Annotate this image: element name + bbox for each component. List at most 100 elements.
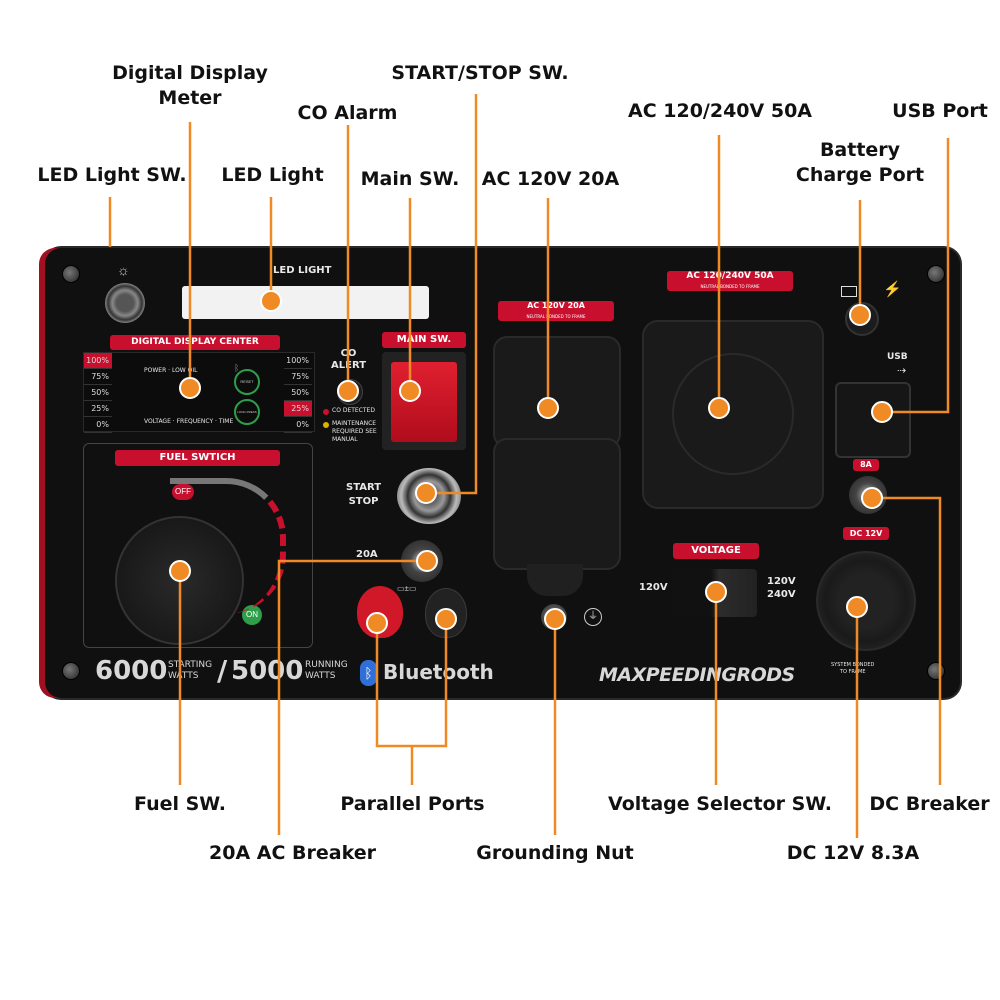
gauge-level: 0% (284, 417, 312, 433)
long-press-label: LONG PRESS (237, 410, 257, 414)
marker-20a-breaker (416, 550, 438, 572)
usb-label: USB (887, 352, 908, 362)
leader-line-dc-breaker (872, 496, 942, 785)
ground-symbol-icon: ⏚ (584, 608, 602, 626)
fuel-switch-panel (83, 443, 313, 648)
gauge-level: 25% (284, 401, 312, 417)
panel-screw (62, 662, 80, 680)
dc-8a-tag: 8A (853, 459, 879, 471)
marker-parallel-red (366, 612, 388, 634)
brand-logo: MAXPEEDINGRODS (599, 664, 795, 686)
marker-led-light (260, 290, 282, 312)
usb-port[interactable] (835, 382, 911, 458)
ac-240v-outlet-face (672, 353, 794, 475)
leader-line-usb (882, 138, 950, 414)
marker-start-stop (415, 482, 437, 504)
callout-digital-display-meter: Digital Display Meter (112, 62, 268, 109)
panel-screw (62, 265, 80, 283)
marker-ac-240 (708, 397, 730, 419)
led-light-bar (182, 286, 429, 319)
ac-120v-outlet-cover-top (493, 336, 621, 448)
callout-ac-120: AC 120V 20A (481, 168, 620, 190)
callout-usb-port: USB Port (892, 100, 988, 122)
callout-co-alarm: CO Alarm (297, 102, 398, 124)
maintenance-dot (323, 422, 329, 428)
marker-display-meter (179, 377, 201, 399)
marker-dc-breaker (861, 487, 883, 509)
callout-parallel-ports: Parallel Ports (340, 793, 485, 815)
fuel-switch-arc (170, 478, 286, 614)
co-detected-label: CO DETECTED (332, 407, 375, 414)
callout-dc-12v: DC 12V 8.3A (786, 842, 920, 864)
fuel-switch-label: FUEL SWTICH (115, 450, 280, 466)
callout-led-light-sw: LED Light SW. (37, 164, 187, 186)
gauge-level: 50% (84, 385, 112, 401)
marker-ac-120 (537, 397, 559, 419)
callout-voltage-selector: Voltage Selector SW. (608, 793, 832, 815)
ac-120v-tag-label: AC 120V 20A (527, 301, 585, 310)
gauge-level: 50% (284, 385, 312, 401)
voltage-label: VOLTAGE (673, 543, 759, 559)
neutral-bonded-label: NEUTRAL BONDED TO FRAME (526, 314, 586, 319)
ac-240v-tag-label: AC 120/240V 50A (686, 271, 774, 281)
reset-label: RESET (240, 379, 254, 384)
marker-fuel-sw (169, 560, 191, 582)
marker-voltage-selector (705, 581, 727, 603)
digital-display-center-label: DIGITAL DISPLAY CENTER (110, 335, 280, 350)
starting-watts-value: 6000 (95, 656, 168, 686)
marker-battery-charge (849, 304, 871, 326)
marker-main-sw (399, 380, 421, 402)
gauge-level: 75% (84, 369, 112, 385)
maintenance-label: MAINTENANCE REQUIRED SEE MANUAL (332, 420, 377, 443)
gauge-level: 100% (84, 353, 112, 369)
usb-icon: ⇢ (897, 365, 907, 377)
ac-120v-tag: AC 120V 20A NEUTRAL BONDED TO FRAME (498, 301, 614, 321)
gauge-level: 25% (84, 401, 112, 417)
led-light-label: LED LIGHT (273, 265, 332, 276)
ac-120v-outlet-handle (527, 564, 583, 596)
callout-led-light: LED Light (221, 164, 324, 186)
leader-line-start-stop (426, 94, 478, 495)
leader-line-parallel-ports (375, 619, 448, 748)
main-sw-label: MAIN SW. (382, 332, 466, 348)
v120-label: 120V (639, 582, 668, 593)
watts-slash: / (217, 654, 228, 687)
callout-fuel-sw: Fuel SW. (134, 793, 226, 815)
leader-line-20a-breaker (277, 559, 427, 835)
co-detected-dot (323, 409, 329, 415)
reset-button[interactable]: RESET (234, 369, 260, 395)
long-press-button[interactable]: LONG PRESS (234, 399, 260, 425)
neutral-bonded-label-2: NEUTRAL BONDED TO FRAME (700, 284, 760, 289)
panel-screw (927, 265, 945, 283)
main-switch[interactable] (391, 362, 457, 442)
gauge-level: 0% (84, 417, 112, 433)
gauge-level: 100% (284, 353, 312, 369)
marker-usb (871, 401, 893, 423)
led-light-switch[interactable] (105, 283, 145, 323)
battery-icon (841, 286, 857, 297)
digital-display-meter: 100% 75% 50% 25% 0% POWER · LOW OIL ᛒ VO… (83, 352, 315, 433)
fuel-level-gauge: 100% 75% 50% 25% 0% (84, 353, 112, 433)
ac-240v-tag: AC 120/240V 50A NEUTRAL BONDED TO FRAME (667, 271, 793, 291)
marker-dc-12v (846, 596, 868, 618)
gauge-level: 75% (284, 369, 312, 385)
light-bulb-icon: ☼ (117, 262, 130, 278)
marker-parallel-black (435, 608, 457, 630)
running-watts-label: RUNNING WATTS (305, 660, 348, 681)
power-low-oil-label: POWER · LOW OIL (144, 367, 198, 374)
callout-battery-charge: Battery Charge Port (795, 139, 925, 186)
running-watts-value: 5000 (231, 656, 304, 686)
voltage-frequency-time-label: VOLTAGE · FREQUENCY · TIME (144, 418, 234, 425)
starting-watts-label: STARTING WATTS (168, 660, 213, 681)
callout-grounding-nut: Grounding Nut (476, 842, 634, 864)
callout-20a-breaker: 20A AC Breaker (209, 842, 376, 864)
battery-level-gauge: 100% 75% 50% 25% 0% (284, 353, 312, 433)
bluetooth-wordmark: Bluetooth (383, 660, 494, 684)
start-stop-label: START STOP (346, 482, 382, 507)
marker-grounding-nut (544, 608, 566, 630)
dc-12v-tag: DC 12V (843, 527, 889, 540)
marker-co-alarm (337, 380, 359, 402)
callout-dc-breaker: DC Breaker (869, 793, 990, 815)
callout-main-sw: Main SW. (360, 168, 460, 190)
